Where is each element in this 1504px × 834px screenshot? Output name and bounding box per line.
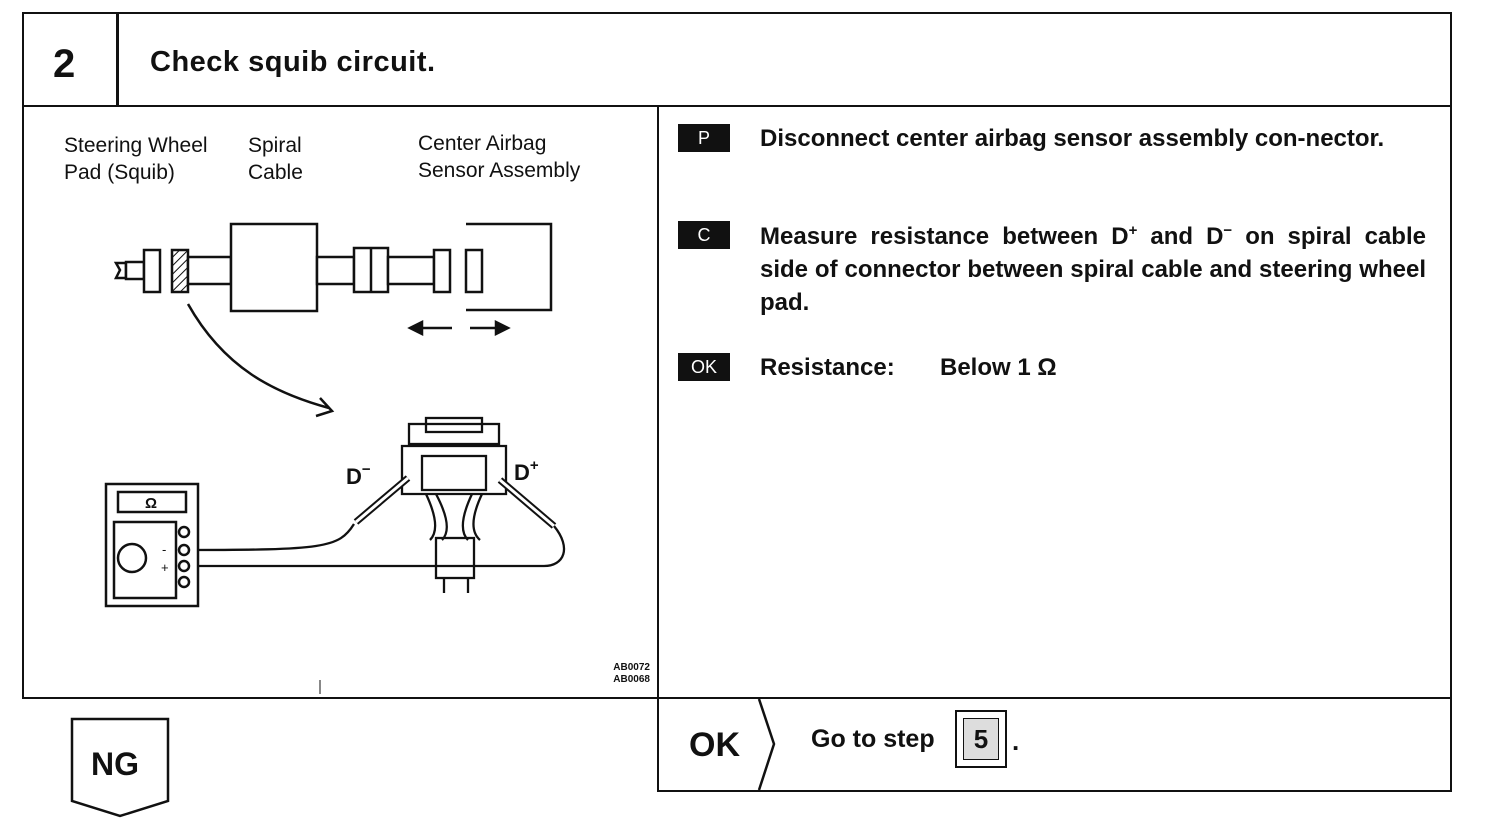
figure-code-2: AB0068 bbox=[613, 674, 650, 685]
ok-goto-text: Go to step bbox=[811, 725, 935, 753]
label-steering-wheel-pad: Steering Wheel Pad (Squib) bbox=[64, 134, 208, 184]
figure-code-1: AB0072 bbox=[613, 662, 650, 673]
ok-result-box bbox=[657, 697, 1452, 792]
step-number: 2 bbox=[53, 42, 76, 86]
step-title: Check squib circuit. bbox=[150, 46, 436, 78]
step-number-divider bbox=[116, 12, 119, 107]
goto-step-period: . bbox=[1012, 726, 1020, 756]
ok-resistance-label: Resistance: bbox=[760, 354, 895, 381]
ng-tag: NG bbox=[91, 746, 139, 782]
goto-step-number: 5 bbox=[963, 718, 999, 760]
ok-badge: OK bbox=[678, 353, 730, 381]
ng-tag-shape bbox=[70, 717, 170, 818]
meter-minus-label: - bbox=[162, 542, 166, 557]
label-spiral-cable: Spiral Cable bbox=[248, 134, 303, 184]
p-badge: P bbox=[678, 124, 730, 152]
d-minus-label: D− bbox=[346, 461, 371, 489]
c-instruction: Measure resistance between D+ and D− on … bbox=[760, 222, 1426, 316]
label-center-airbag-sensor: Center Airbag Sensor Assembly bbox=[418, 132, 581, 182]
ok-tag-shape bbox=[757, 698, 776, 791]
instruction-panel bbox=[657, 105, 1452, 699]
goto-step-link[interactable]: 5 bbox=[955, 710, 1007, 768]
squib-circuit-diagram: D− D+ Ω - + bbox=[104, 222, 566, 694]
d-plus-label: D+ bbox=[514, 457, 539, 485]
p-instruction: Disconnect center airbag sensor assembly… bbox=[760, 125, 1385, 152]
ohm-symbol: Ω bbox=[145, 495, 157, 512]
meter-plus-label: + bbox=[161, 560, 169, 575]
ok-resistance-value: Below 1 Ω bbox=[940, 354, 1057, 381]
ok-tag: OK bbox=[689, 726, 740, 764]
c-badge: C bbox=[678, 221, 730, 249]
figure-code: AB0072 AB0068 bbox=[560, 662, 650, 686]
